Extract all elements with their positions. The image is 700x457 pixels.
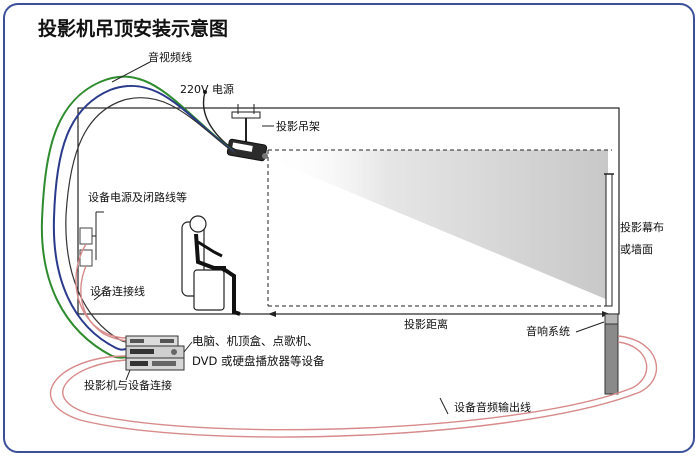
device-cable-pink-1 bbox=[75, 243, 127, 339]
projection-beam bbox=[268, 150, 608, 300]
devices-label-line1: 电脑、机顶盒、点歌机、 bbox=[192, 334, 319, 348]
av-cable-label: 音视频线 bbox=[148, 51, 192, 64]
av-cable-green bbox=[40, 75, 233, 359]
projector bbox=[226, 138, 268, 162]
screen-label-line2: 或墙面 bbox=[620, 243, 653, 256]
audio-output-cable-2 bbox=[62, 341, 648, 431]
speaker-column bbox=[604, 313, 619, 395]
audio-output-cable-label: 设备音频输出线 bbox=[454, 401, 531, 414]
diagram-title: 投影机吊顶安装示意图 bbox=[38, 18, 229, 40]
power-plug-dot bbox=[203, 90, 207, 94]
power-cable bbox=[202, 91, 237, 151]
mount-plate bbox=[231, 111, 261, 119]
power-and-cctv-label: 设备电源及闭路线等 bbox=[88, 191, 187, 204]
wall-outlet-upper bbox=[79, 227, 93, 245]
av-cable-blue bbox=[52, 84, 235, 351]
equipment-stack bbox=[125, 335, 185, 371]
av-cable-leader bbox=[111, 61, 151, 83]
speaker-top bbox=[604, 313, 619, 325]
projector-to-device-label: 投影机与设备连接 bbox=[84, 379, 172, 392]
sound-leader bbox=[575, 321, 605, 333]
projector-mount-label: 投影吊架 bbox=[276, 120, 320, 133]
device-connection-label: 设备连接线 bbox=[90, 285, 145, 298]
screen-label-line1: 投影幕布 bbox=[620, 221, 664, 234]
distance-arrow-left-head bbox=[268, 311, 276, 317]
connect-leader bbox=[125, 369, 131, 381]
projection-screen bbox=[605, 173, 613, 307]
device-cable-pink-2 bbox=[80, 265, 127, 342]
devices-leader bbox=[183, 341, 193, 353]
power-220v-label: 220V 电源 bbox=[180, 83, 235, 96]
seated-viewer bbox=[181, 215, 241, 316]
devices-label-line2: DVD 或硬盘播放器等设备 bbox=[192, 354, 325, 368]
audio-output-cable-1 bbox=[49, 335, 658, 438]
outer-frame bbox=[3, 3, 695, 453]
sound-system-label: 音响系统 bbox=[526, 325, 570, 338]
audio-cable-leader bbox=[439, 397, 449, 415]
projection-distance-label: 投影距离 bbox=[402, 318, 450, 331]
device-cable-leader bbox=[93, 291, 105, 301]
